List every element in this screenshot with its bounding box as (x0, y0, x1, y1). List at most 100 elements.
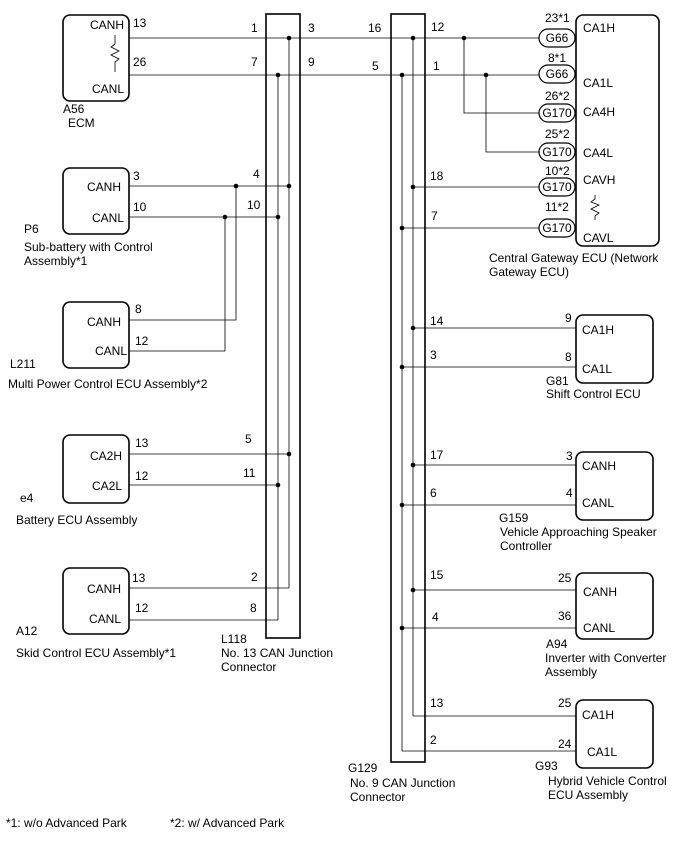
battery-box (62, 434, 130, 504)
multipower-pin-h: CANH (87, 315, 121, 329)
gateway-num-1: 23*1 (545, 11, 570, 25)
junction-connector-13-bar (265, 13, 301, 639)
hybrid-num-l: 24 (558, 737, 572, 751)
inverter-pin-l: CANL (583, 621, 615, 635)
gateway-conn-2-label: G66 (546, 67, 569, 81)
multipower-pin-l: CANL (95, 344, 127, 358)
gateway-conn-4-label: G170 (542, 145, 572, 159)
j13-pin-5: 5 (245, 432, 252, 446)
gateway-conn-6-label: G170 (542, 221, 572, 235)
j9-pin-6: 6 (430, 486, 437, 500)
gateway-conn-1-label: G66 (546, 31, 569, 45)
j13-code: L118 (221, 632, 247, 646)
ecm-num-l: 26 (133, 55, 147, 69)
j9-pin-14: 14 (430, 314, 444, 328)
battery-pin-l: CA2L (92, 479, 122, 493)
j13-pin-8: 8 (250, 601, 257, 615)
j13-name-2: Connector (221, 660, 276, 674)
j9-pin-16: 16 (368, 21, 382, 35)
ecm-box (62, 14, 130, 102)
gateway-pin-cavh: CAVH (583, 173, 615, 187)
skid-num-l: 12 (135, 601, 149, 615)
j9-pin-12: 12 (431, 20, 445, 34)
j9-code: G129 (348, 761, 378, 775)
j9-pin-1: 1 (433, 59, 440, 73)
speaker-name-1: Vehicle Approaching Speaker (500, 525, 657, 539)
j13-pin-9: 9 (308, 55, 315, 69)
gateway-conn-2 (538, 64, 576, 84)
shift-name: Shift Control ECU (546, 387, 641, 401)
inverter-pin-h: CANH (583, 585, 617, 599)
inverter-name-2: Assembly (545, 665, 597, 679)
j9-pin-17: 17 (430, 448, 444, 462)
subbat-name-1: Sub-battery with Control (24, 240, 153, 254)
multipower-num-h: 8 (135, 302, 142, 316)
shift-num-l: 8 (565, 350, 572, 364)
j13-pin-2: 2 (251, 570, 258, 584)
subbat-pin-h: CANH (87, 180, 121, 194)
junction-connector-9-bar (390, 13, 426, 763)
ecm-name: ECM (68, 116, 95, 130)
j13-pin-11: 11 (243, 466, 256, 480)
ecm-terminator-resistor (110, 35, 120, 72)
j9-pin-15: 15 (430, 568, 444, 582)
speaker-num-h: 3 (566, 449, 573, 463)
j13-name-1: No. 13 CAN Junction (221, 646, 333, 660)
speaker-name-2: Controller (500, 539, 552, 553)
battery-num-h: 13 (135, 436, 149, 450)
j9-pin-13: 13 (430, 696, 444, 710)
speaker-pin-h: CANH (582, 459, 616, 473)
j9-pin-4: 4 (432, 610, 439, 624)
inverter-num-l: 36 (558, 609, 572, 623)
j13-pin-1: 1 (251, 21, 258, 35)
subbat-code: P6 (24, 222, 39, 236)
inverter-name-1: Inverter with Converter (545, 651, 666, 665)
multipower-num-l: 12 (135, 334, 149, 348)
footnote-2: *2: w/ Advanced Park (170, 816, 285, 830)
j9-name-1: No. 9 CAN Junction (350, 776, 455, 790)
speaker-box (575, 451, 654, 521)
skid-pin-h: CANH (87, 582, 121, 596)
wire-gw-ca4h (463, 38, 539, 114)
j9-pin-5: 5 (372, 59, 379, 73)
multipower-box (62, 301, 130, 369)
gateway-pin-ca4l: CA4L (583, 146, 613, 160)
j13-pin-7: 7 (251, 55, 258, 69)
gateway-pin-ca1h: CA1H (583, 21, 615, 35)
subbat-num-h: 3 (133, 169, 140, 183)
inverter-box (575, 572, 654, 640)
multipower-name: Multi Power Control ECU Assembly*2 (8, 377, 208, 391)
wire-multipower-l (129, 217, 226, 352)
j13-pin-4: 4 (253, 167, 260, 181)
gateway-name-1: Central Gateway ECU (Network (489, 251, 659, 265)
shift-pin-l: CA1L (582, 362, 612, 376)
wire-gw-ca4l (485, 75, 539, 153)
j9-pin-2: 2 (430, 733, 437, 747)
gateway-terminator-resistor (590, 195, 600, 220)
gateway-box (575, 14, 660, 247)
subbat-name-2: Assembly*1 (24, 254, 88, 268)
subbat-pin-l: CANL (92, 211, 124, 225)
gateway-pin-ca4h: CA4H (583, 105, 615, 119)
gateway-conn-5-label: G170 (542, 180, 572, 194)
inverter-code: A94 (546, 637, 568, 651)
battery-num-l: 12 (135, 469, 149, 483)
j9-pin-3: 3 (430, 348, 437, 362)
skid-box (62, 567, 130, 635)
wire-multipower-h (129, 186, 237, 321)
gateway-num-5: 10*2 (545, 164, 570, 178)
junction-dots (222, 35, 489, 631)
multipower-code: L211 (10, 357, 36, 371)
j9-pin-18: 18 (430, 169, 444, 183)
shift-box (575, 314, 654, 384)
shift-pin-h: CA1H (582, 323, 614, 337)
hybrid-code: G93 (535, 759, 558, 773)
j9-name-2: Connector (350, 790, 405, 804)
gateway-pin-ca1l: CA1L (583, 76, 613, 90)
inverter-num-h: 25 (558, 571, 572, 585)
j9-pin-7: 7 (431, 209, 438, 223)
speaker-num-l: 4 (566, 486, 573, 500)
subbat-box (62, 167, 130, 235)
gateway-pin-cavl: CAVL (583, 231, 614, 245)
